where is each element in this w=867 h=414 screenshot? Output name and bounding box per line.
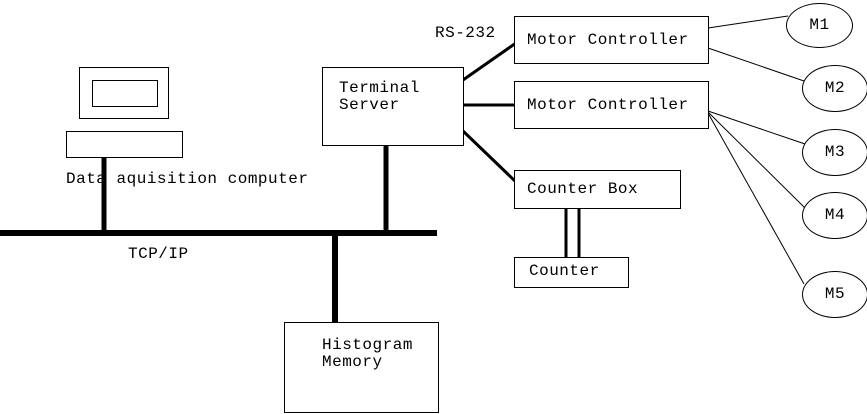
- node-motor-controller-2: Motor Controller: [514, 81, 709, 129]
- node-counter: Counter: [514, 257, 629, 288]
- motor-node-m2: M2: [802, 65, 867, 112]
- node-terminal-server: Terminal Server: [322, 67, 464, 146]
- tcpip-bus-label: TCP/IP: [128, 245, 189, 263]
- wire-mc1-m1: [707, 15, 789, 29]
- wire-mc2-m3: [707, 110, 806, 145]
- node-histogram-memory: Histogram Memory: [284, 322, 439, 413]
- wire-mc1-m2: [707, 47, 805, 82]
- node-motor-controller-1: Motor Controller: [514, 16, 709, 64]
- motor-label: M5: [824, 285, 846, 303]
- motor-node-m4: M4: [802, 192, 867, 239]
- computer-label: Data aquisition computer: [66, 170, 309, 188]
- serial-link-counterbox: [461, 129, 518, 184]
- rs232-label: RS-232: [435, 24, 496, 42]
- wire-mc2-m4: [707, 111, 806, 209]
- motor-label: M3: [824, 143, 846, 161]
- motor-node-m1: M1: [786, 3, 853, 48]
- motor-label: M2: [824, 79, 846, 97]
- serial-link-mc1: [462, 41, 517, 82]
- node-counter-box: Counter Box: [514, 170, 681, 209]
- computer-keyboard-icon: [66, 131, 183, 158]
- motor-node-m5: M5: [802, 271, 867, 318]
- motor-label: M1: [809, 16, 830, 34]
- computer-monitor-icon: [79, 67, 169, 119]
- motor-node-m3: M3: [802, 129, 867, 176]
- computer-screen-icon: [92, 80, 158, 107]
- wire-mc2-m5: [707, 112, 805, 285]
- motor-label: M4: [824, 206, 846, 224]
